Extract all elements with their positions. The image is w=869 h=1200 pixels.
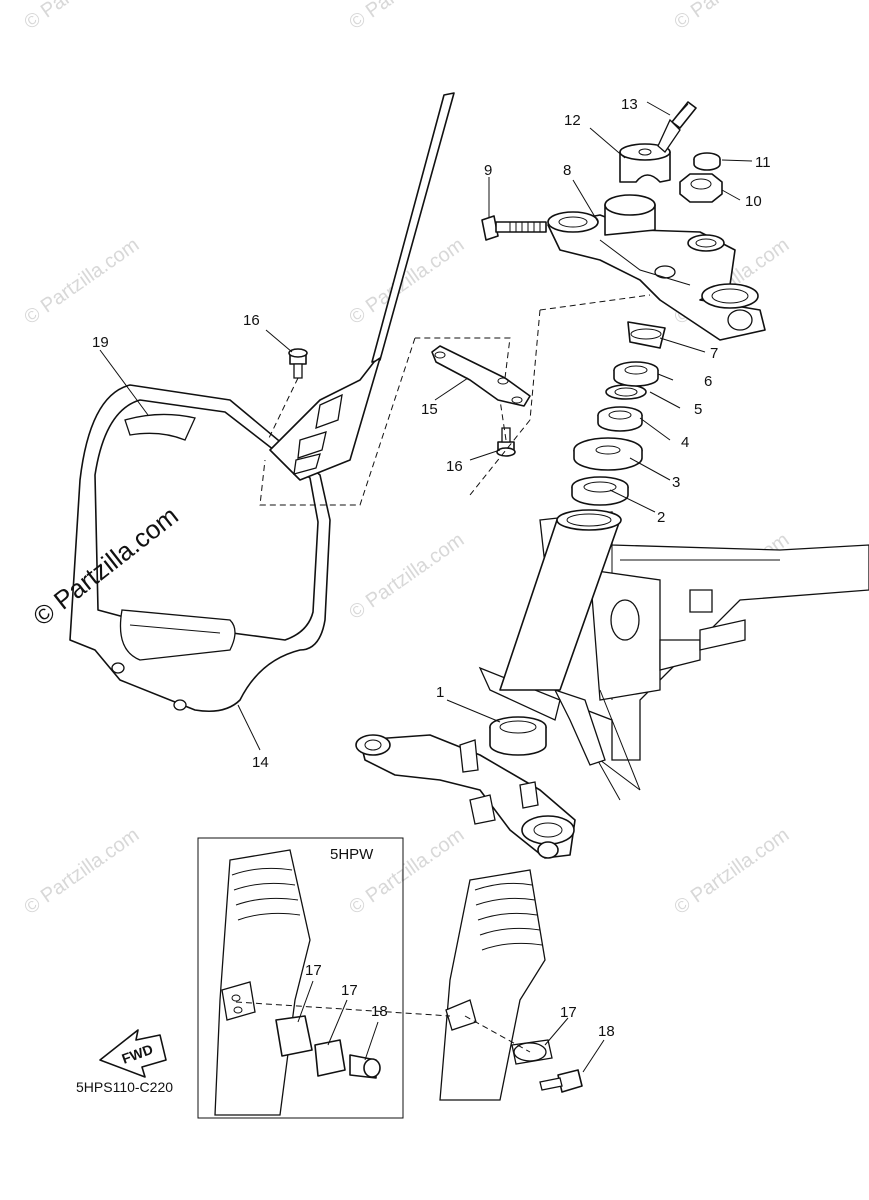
ring-nut-lower [597, 406, 643, 432]
cap-11 [693, 152, 721, 171]
watermark: © Partzilla.com [20, 234, 143, 329]
callout-1: 1 [436, 684, 444, 701]
callout-15: 15 [421, 401, 438, 418]
fork-right [439, 869, 583, 1101]
callout-14: 14 [252, 754, 269, 771]
number-plate [69, 384, 331, 713]
callout-7: 7 [710, 345, 718, 362]
watermark: © Partzilla.com [20, 0, 143, 34]
frame-drawing [478, 511, 869, 801]
callout-5: 5 [694, 401, 702, 418]
dashed-lines [235, 294, 651, 1053]
watermark: © Partzilla.com [345, 0, 468, 34]
callout-17b: 17 [341, 982, 358, 999]
callout-6: 6 [704, 373, 712, 390]
upper-bracket [547, 194, 766, 341]
bolt-16-lower [496, 427, 516, 457]
inset-5hpw: 5HPW [197, 837, 404, 1119]
callouts: 1 2 3 4 5 6 7 8 9 10 11 12 13 14 15 16 1… [92, 96, 771, 1040]
dust-seal [573, 437, 643, 471]
watermark: © Partzilla.com [670, 0, 793, 34]
lock-washer [605, 384, 647, 400]
watermark: © Partzilla.com [20, 824, 143, 919]
bolt-16-upper [288, 348, 308, 379]
ring-nut-upper [613, 361, 659, 387]
under-bracket [355, 734, 576, 859]
bearing-lower [489, 716, 547, 756]
callout-18a: 18 [371, 1003, 388, 1020]
plate-stay [269, 92, 455, 481]
callout-11: 11 [755, 154, 771, 171]
leader-lines [99, 101, 753, 1073]
watermark: © Partzilla.com [670, 824, 793, 919]
diagram-code: 5HPS110-C220 [76, 1079, 173, 1095]
nut-10 [679, 173, 723, 203]
callout-16a: 16 [243, 312, 260, 329]
bearing-upper [571, 476, 629, 506]
callout-13: 13 [621, 96, 638, 113]
callout-8: 8 [563, 162, 571, 179]
callout-4: 4 [681, 434, 689, 451]
callout-2: 2 [657, 509, 665, 526]
fwd-arrow: FWD [99, 1029, 167, 1078]
bolt-13 [657, 101, 697, 153]
head-pipe [499, 509, 622, 691]
callout-18b: 18 [598, 1023, 615, 1040]
handlebar-holder [619, 143, 671, 183]
callout-16b: 16 [446, 458, 463, 475]
callout-17a: 17 [305, 962, 322, 979]
callout-17c: 17 [560, 1004, 577, 1021]
bracket-15 [431, 345, 531, 407]
callout-3: 3 [672, 474, 680, 491]
bolt-9 [481, 215, 547, 241]
callout-10: 10 [745, 193, 762, 210]
callout-19: 19 [92, 334, 109, 351]
callout-12: 12 [564, 112, 581, 129]
callout-9: 9 [484, 162, 492, 179]
washer-cap [627, 321, 666, 349]
inset-label: 5HPW [330, 846, 374, 863]
watermark: © Partzilla.com [345, 529, 468, 624]
